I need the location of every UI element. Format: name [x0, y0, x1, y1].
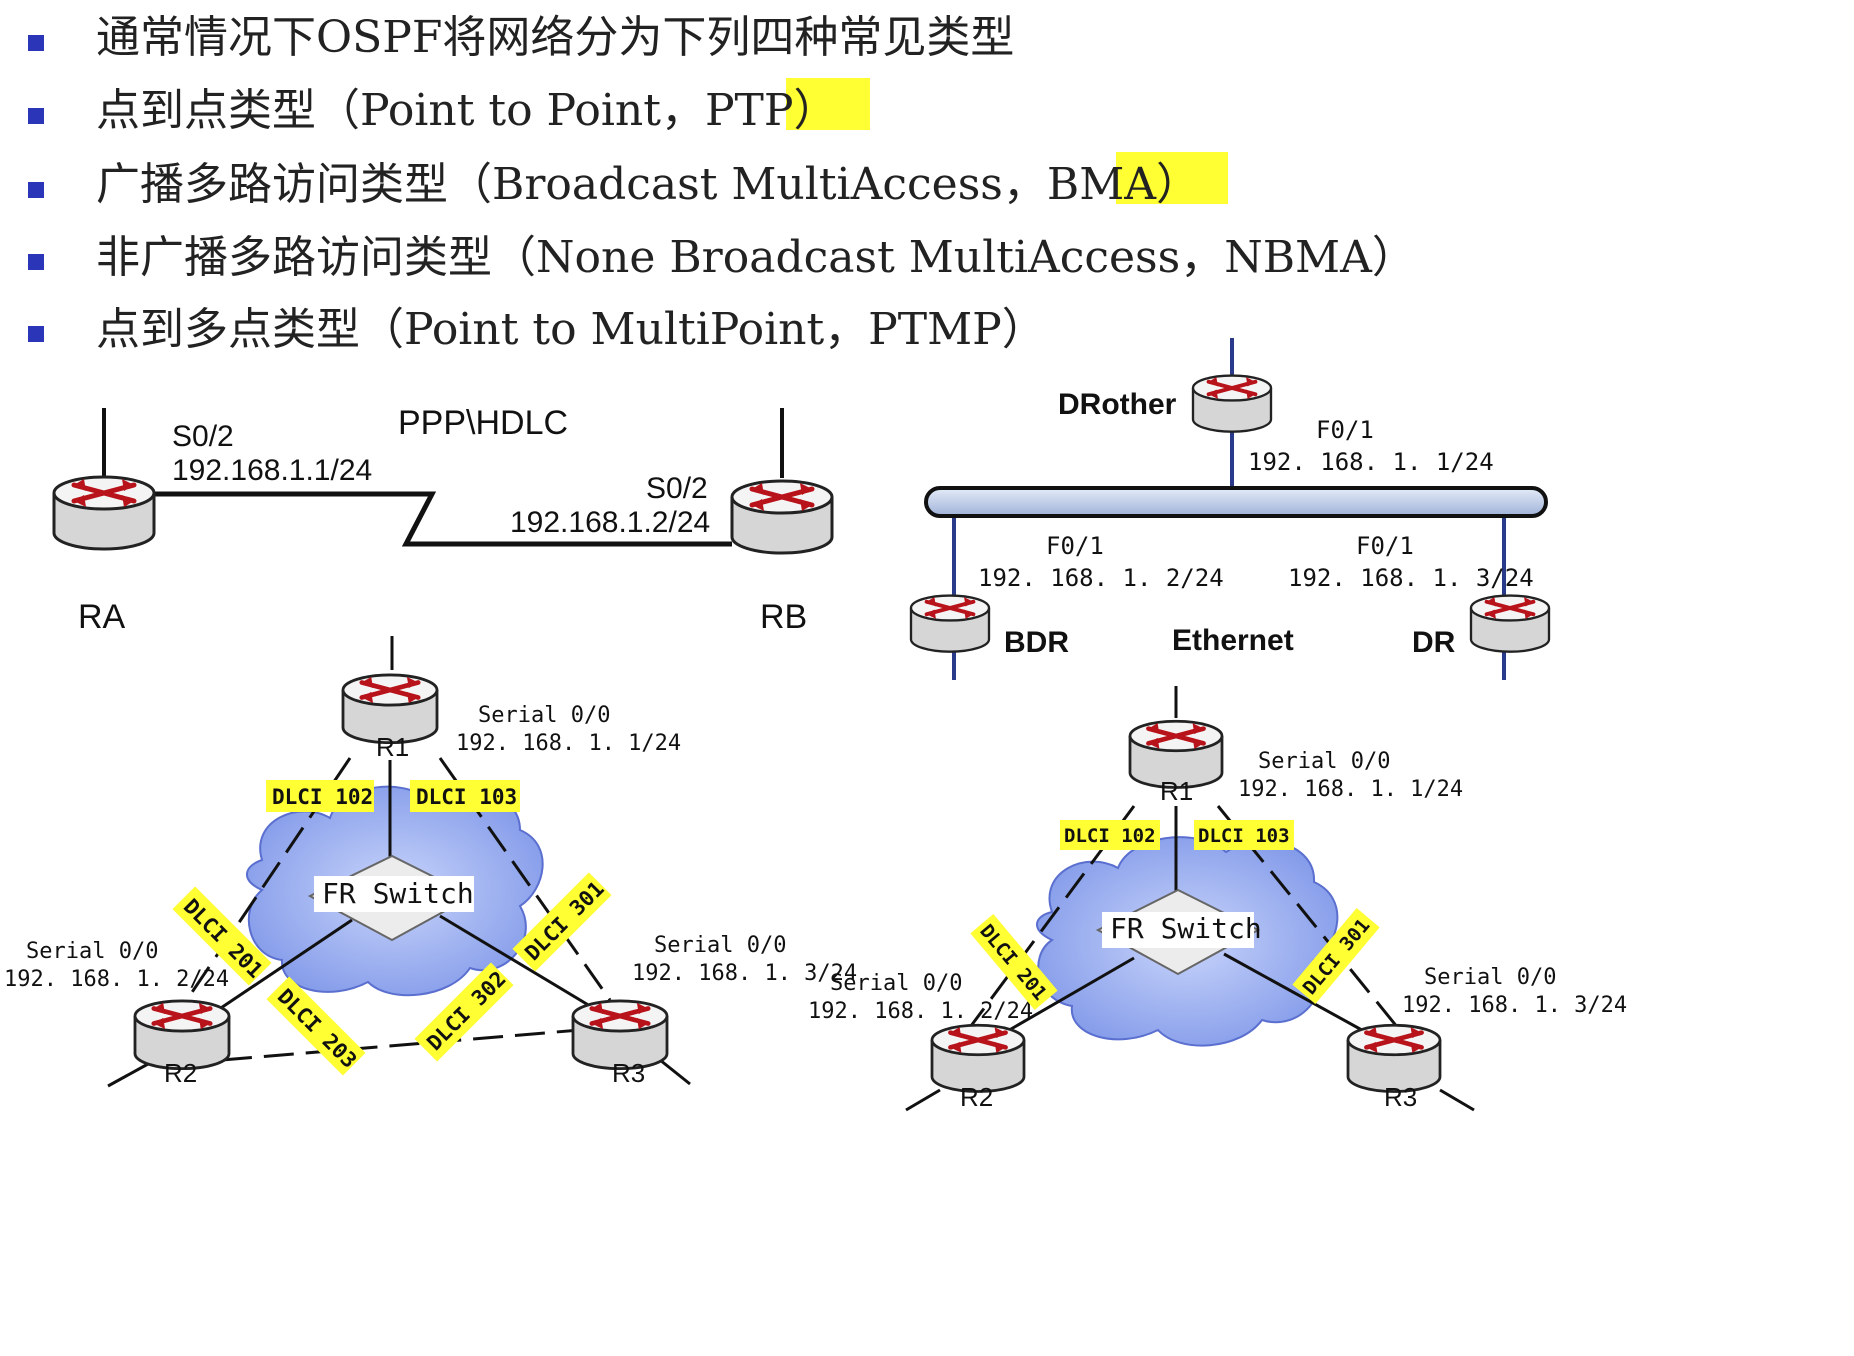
fr-switch-label-bg — [1102, 912, 1254, 948]
drother-ip-label: 192. 168. 1. 1/24 — [1248, 448, 1494, 476]
dlci-label: DLCI 102 — [1064, 825, 1156, 847]
serial-link — [150, 491, 732, 547]
bdr-ip-label: 192. 168. 1. 2/24 — [978, 564, 1224, 592]
ethernet-label: Ethernet — [1172, 624, 1294, 657]
dr-interface-label: F0/1 — [1356, 532, 1414, 560]
r3-ip-label: 192. 168. 1. 3/24 — [632, 961, 857, 986]
r1-ip-label: 192. 168. 1. 1/24 — [456, 731, 681, 756]
dlci-tag: DLCI 102 — [266, 780, 374, 812]
bullet-square-icon — [28, 326, 44, 342]
bullet-square-icon — [28, 35, 44, 51]
r2-interface-label: Serial 0/0 — [830, 971, 962, 996]
dlci-label: DLCI 102 — [272, 785, 373, 809]
highlight-mark — [1116, 152, 1228, 204]
ra-ip-label: 192.168.1.1/24 — [172, 454, 372, 487]
bullet-highlight-text: BMA） — [1047, 159, 1200, 210]
bullet-main-text: 广播多路访问类型（Broadcast MultiAccess， — [96, 159, 1047, 210]
dlci-tag: DLCI 102 — [1060, 820, 1160, 850]
drother-name-label: DRother — [1058, 388, 1177, 421]
bullet-square-icon — [28, 254, 44, 270]
fr-switch-label: FR Switch — [1110, 912, 1262, 945]
r1-interface-label: Serial 0/0 — [478, 703, 610, 728]
router-icon[interactable] — [54, 477, 154, 549]
pvc-link — [991, 956, 1135, 1042]
bullet-item: 广播多路访问类型（Broadcast MultiAccess，BMA） — [28, 152, 1228, 210]
highlight-mark — [786, 78, 870, 130]
bullet-square-icon — [28, 108, 44, 124]
pvc-link — [1223, 952, 1381, 1042]
bdr-name-label: BDR — [1004, 626, 1069, 659]
r1-ip-label: 192. 168. 1. 1/24 — [1238, 777, 1463, 802]
r2-name-label: R2 — [164, 1058, 197, 1088]
bullet-item: 非广播多路访问类型（None Broadcast MultiAccess，NBM… — [28, 232, 1416, 283]
dr-ip-label: 192. 168. 1. 3/24 — [1288, 564, 1534, 592]
bdr-interface-label: F0/1 — [1046, 532, 1104, 560]
router-icon[interactable] — [1191, 373, 1273, 434]
bma-diagram: DRother F0/1 192. 168. 1. 1/24 F0/1 192.… — [909, 338, 1551, 680]
bullet-tail-text: ） — [794, 85, 838, 136]
r1-name-label: R1 — [1160, 776, 1193, 806]
ra-name-label: RA — [78, 598, 126, 636]
bullet-main-text: 点到点类型（Point to Point， — [96, 85, 705, 136]
router-icon[interactable] — [909, 593, 991, 654]
dlci-tag: DLCI 103 — [410, 780, 520, 812]
dlci-label: DLCI 103 — [1198, 825, 1290, 847]
r1-name-label: R1 — [376, 732, 409, 762]
rb-ip-label: 192.168.1.2/24 — [510, 506, 710, 539]
nbma-diagram: FR Switch R1 R2 R3 Serial 0/0 192. 168. … — [4, 636, 857, 1088]
r2-interface-label: Serial 0/0 — [26, 939, 158, 964]
r3-interface-label: Serial 0/0 — [1424, 965, 1556, 990]
r3-interface-label: Serial 0/0 — [654, 933, 786, 958]
r3-name-label: R3 — [612, 1058, 645, 1088]
fr-switch-label-bg — [314, 876, 474, 912]
bullet-item: 点到点类型（Point to Point，PTP） — [28, 78, 870, 136]
fr-switch-label: FR Switch — [322, 877, 474, 910]
r3-ip-label: 192. 168. 1. 3/24 — [1402, 993, 1627, 1018]
bullet-text: 点到点类型（Point to Point，PTP） — [96, 85, 838, 136]
r2-tail — [107, 1062, 149, 1088]
dlci-label: DLCI 103 — [416, 785, 517, 809]
r3-tail — [659, 1058, 691, 1086]
drother-interface-label: F0/1 — [1316, 416, 1374, 444]
r2-tail — [905, 1088, 941, 1112]
bullet-text: 非广播多路访问类型（None Broadcast MultiAccess，NBM… — [96, 232, 1416, 283]
r2-name-label: R2 — [960, 1082, 993, 1112]
r3-tail — [1439, 1088, 1475, 1112]
ptp-diagram: S0/2 192.168.1.1/24 PPP\HDLC S0/2 192.16… — [54, 404, 832, 636]
bullet-square-icon — [28, 182, 44, 198]
dlci-label: DLCI 203 — [273, 984, 361, 1072]
r2-ip-label: 192. 168. 1. 2/24 — [4, 967, 229, 992]
rb-interface-label: S0/2 — [646, 472, 708, 505]
bullet-item: 点到多点类型（Point to MultiPoint，PTMP） — [28, 304, 1046, 355]
bullet-highlight-text: PTP — [705, 85, 794, 136]
r3-name-label: R3 — [1384, 1082, 1417, 1112]
link-type-label: PPP\HDLC — [398, 404, 568, 442]
bullet-list: 通常情况下OSPF将网络分为下列四种常见类型 点到点类型（Point to Po… — [28, 12, 1416, 355]
dr-name-label: DR — [1412, 626, 1456, 659]
ptmp-diagram: FR Switch R1 R2 R3 Serial 0/0 192. 168. … — [808, 686, 1627, 1112]
dlci-tag: DLCI 103 — [1194, 820, 1294, 850]
bullet-text: 通常情况下OSPF将网络分为下列四种常见类型 — [96, 12, 1014, 63]
bullet-item: 通常情况下OSPF将网络分为下列四种常见类型 — [28, 12, 1014, 63]
r2-ip-label: 192. 168. 1. 2/24 — [808, 999, 1033, 1024]
router-icon[interactable] — [732, 481, 832, 553]
pvc-link — [439, 914, 601, 1014]
ethernet-segment-bar — [924, 486, 1548, 518]
r1-interface-label: Serial 0/0 — [1258, 749, 1390, 774]
pvc-link — [199, 918, 353, 1024]
rb-name-label: RB — [760, 598, 807, 636]
bullet-text: 广播多路访问类型（Broadcast MultiAccess，BMA） — [96, 159, 1200, 210]
ra-interface-label: S0/2 — [172, 420, 234, 453]
router-icon[interactable] — [1469, 593, 1551, 654]
bullet-text: 点到多点类型（Point to MultiPoint，PTMP） — [96, 304, 1046, 355]
pvc-dashed-link — [221, 1028, 581, 1062]
